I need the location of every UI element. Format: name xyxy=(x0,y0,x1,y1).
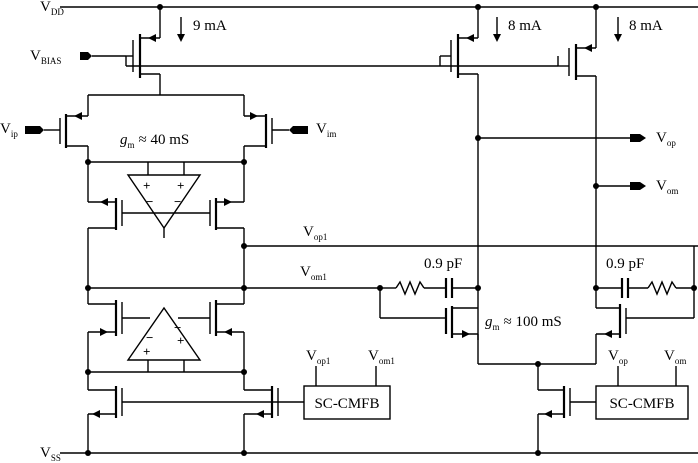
lower-amp-plus-right: + xyxy=(177,333,184,348)
cmfb-left-in2: Vom1 xyxy=(368,348,395,366)
current-label-8ma-right: 8 mA xyxy=(629,18,663,34)
compensation-right xyxy=(596,246,695,319)
current-arrow-9ma xyxy=(177,17,185,42)
current-arrow-8ma-left xyxy=(493,17,501,42)
cascode-right-upper xyxy=(209,162,245,288)
second-stage-tail-nmos xyxy=(537,386,596,453)
cmfb-right-label: SC-CMFB xyxy=(609,396,674,412)
node-dot xyxy=(241,243,247,249)
vom-output xyxy=(596,182,646,190)
node-dot xyxy=(593,183,599,189)
current-label-8ma-left: 8 mA xyxy=(508,18,542,34)
node-dot xyxy=(377,285,383,291)
node-dot xyxy=(157,4,163,10)
vop-label: Vop xyxy=(656,130,676,148)
cmfb-right-in2: Vom xyxy=(664,348,686,366)
lower-amp-minus-left: − xyxy=(146,330,153,345)
tail-current-source-pmos xyxy=(126,7,161,95)
upper-amp-minus-right: − xyxy=(174,194,181,209)
cmfb-right-in1: Vop xyxy=(608,348,628,366)
second-stage-nmos-left xyxy=(440,306,479,364)
cmfb-left-in1: Vop1 xyxy=(306,348,330,366)
cascode-left-upper xyxy=(87,162,123,288)
vop-output xyxy=(478,134,646,142)
vim-label: Vim xyxy=(316,121,336,139)
gm-first-stage-label: gm≈ 40 mS xyxy=(120,132,189,150)
vop1-label: Vop1 xyxy=(303,224,327,242)
vip-label: Vip xyxy=(0,121,18,139)
second-stage-source-net xyxy=(478,363,596,390)
cascode-left-lower xyxy=(87,288,123,372)
lower-amp-minus-right: − xyxy=(174,320,181,335)
node-dot xyxy=(593,4,599,10)
node-dot xyxy=(241,159,247,165)
cascode-right-lower xyxy=(209,288,245,372)
vss-label: VSS xyxy=(40,445,61,463)
compensation-left xyxy=(379,278,478,319)
sink-nmos-left xyxy=(87,372,123,453)
current-label-9ma: 9 mA xyxy=(193,18,227,34)
vom-label: Vom xyxy=(656,178,678,196)
vbias-label: VBIAS xyxy=(30,48,61,66)
node-dot xyxy=(475,4,481,10)
node-dot xyxy=(475,135,481,141)
input-pmos-right xyxy=(243,112,308,162)
current-arrow-8ma-right xyxy=(614,17,622,42)
upper-amp-minus-left: − xyxy=(146,194,153,209)
cap-left-label: 0.9 pF xyxy=(424,256,462,272)
upper-amp-plus-right: + xyxy=(177,178,184,193)
upper-aux-amplifier xyxy=(88,161,244,238)
lower-aux-amplifier xyxy=(88,306,244,373)
second-stage-pmos-right xyxy=(557,7,597,288)
node-dot xyxy=(241,450,247,456)
upper-amp-plus-left: + xyxy=(143,178,150,193)
node-dot xyxy=(85,450,91,456)
cmfb-left-label: SC-CMFB xyxy=(314,396,379,412)
cmfb-right-box xyxy=(595,366,689,420)
diff-pair-source-net xyxy=(87,94,245,116)
input-pmos-left xyxy=(25,112,89,162)
cap-right-label: 0.9 pF xyxy=(606,256,644,272)
node-dot xyxy=(691,285,697,291)
node-dot xyxy=(85,159,91,165)
gm-second-stage-label: gm≈ 100 mS xyxy=(485,314,562,332)
second-stage-pmos-left xyxy=(439,7,479,340)
cmfb-left-box xyxy=(303,366,391,420)
vbias-line xyxy=(80,52,440,67)
second-stage-nmos-right xyxy=(595,288,644,364)
node-dot xyxy=(535,450,541,456)
vom1-label: Vom1 xyxy=(300,264,327,282)
lower-amp-plus-left: + xyxy=(143,344,150,359)
node-dot xyxy=(535,361,541,367)
node-dot xyxy=(475,285,481,291)
sink-nmos-right xyxy=(243,372,279,453)
vdd-label: VDD xyxy=(40,0,64,17)
